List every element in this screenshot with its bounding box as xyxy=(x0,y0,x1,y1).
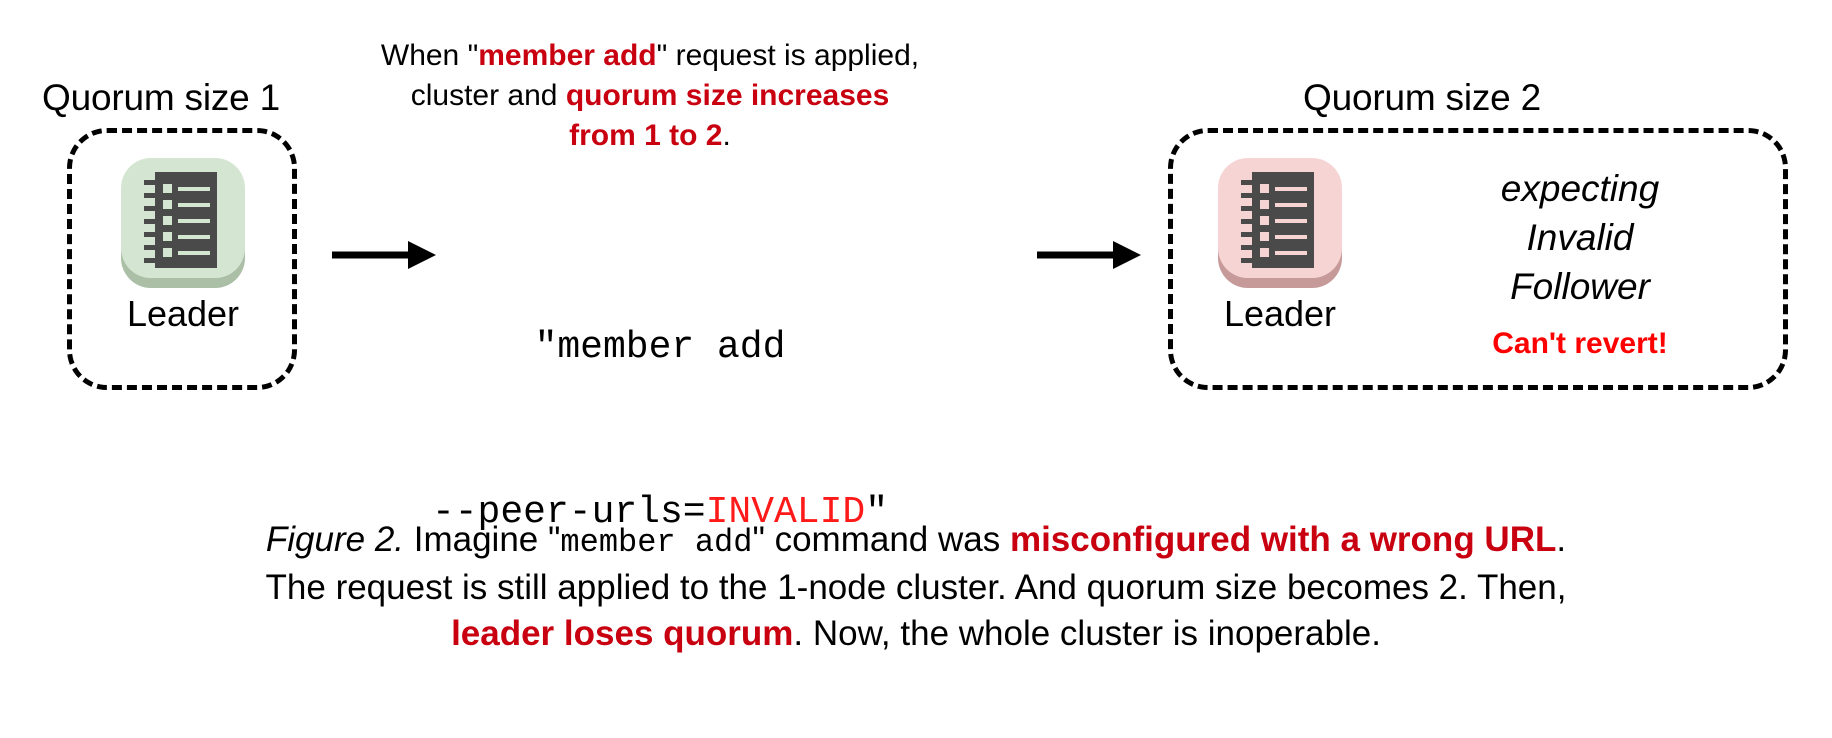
left-cluster-box xyxy=(67,128,297,390)
figure-caption-line-3: leader loses quorum. Now, the whole clus… xyxy=(0,611,1832,658)
left-server-icon-tile xyxy=(117,152,249,292)
server-rack-icon xyxy=(1241,172,1314,268)
server-rack-icon xyxy=(144,172,217,268)
status-alert-badge: Can't revert! xyxy=(1492,327,1668,361)
command-line-2: --peer-urls=INVALID" xyxy=(420,485,900,540)
caption-emphasis-1: misconfigured with a wrong URL xyxy=(1009,520,1557,559)
arrow-right-icon-left xyxy=(330,238,438,272)
arrow-right-icon-right xyxy=(1035,238,1143,272)
left-leader-node: Leader xyxy=(98,152,268,332)
top-note-l3c: . xyxy=(722,118,731,152)
right-cluster-box xyxy=(1168,128,1788,390)
top-note-l1b: member add xyxy=(478,39,657,72)
command-line-1: "member add xyxy=(534,326,786,370)
figure-caption: Figure 2. Imagine "member add" command w… xyxy=(0,517,1832,658)
top-note-l2b: quorum size increases xyxy=(565,78,890,112)
right-cluster-group-label: Quorum size 2 xyxy=(1303,77,1541,118)
top-note-l2a: cluster and xyxy=(410,78,566,112)
caption-t3: . xyxy=(1556,520,1567,559)
top-annotation: When "member add" request is applied, cl… xyxy=(350,36,950,156)
caption-t1: Imagine " xyxy=(404,520,561,559)
left-node-label: Leader xyxy=(126,293,240,334)
caption-emphasis-2: leader loses quorum xyxy=(451,614,794,654)
right-leader-node: Leader xyxy=(1195,152,1365,332)
figure-number: Figure 2. xyxy=(265,520,405,559)
caption-t4: . Now, the whole cluster is inoperable. xyxy=(793,614,1381,654)
right-node-label: Leader xyxy=(1223,293,1337,334)
command-flag: --peer-urls= xyxy=(431,491,706,535)
top-note-l1c: " request is applied, xyxy=(656,39,920,72)
top-note-l3b: from 1 to 2 xyxy=(569,118,723,152)
command-close-quote: " xyxy=(865,491,889,535)
top-note-l1a: When " xyxy=(380,39,479,72)
top-annotation-line-1: When "member add" request is applied, xyxy=(350,36,950,76)
figure-caption-line-2: The request is still applied to the 1-no… xyxy=(265,567,1567,607)
status-line-1: expecting xyxy=(1500,168,1660,209)
right-server-icon-tile xyxy=(1214,152,1346,292)
top-annotation-line-2: cluster and quorum size increases xyxy=(350,76,950,116)
command-invalid-value: INVALID xyxy=(705,491,866,535)
command-text: "member add --peer-urls=INVALID" xyxy=(420,210,900,651)
figure-caption-line-1: Figure 2. Imagine "member add" command w… xyxy=(0,517,1832,565)
status-line-2: Invalid xyxy=(1526,216,1634,258)
right-cluster-status: expecting Invalid Follower Can't revert! xyxy=(1430,165,1730,361)
status-line-3: Follower xyxy=(1510,265,1650,307)
caption-t2: " command was xyxy=(752,520,1010,559)
top-annotation-line-3: from 1 to 2. xyxy=(350,116,950,156)
left-cluster-group-label: Quorum size 1 xyxy=(42,77,280,118)
caption-mono-command: member add xyxy=(560,524,753,561)
